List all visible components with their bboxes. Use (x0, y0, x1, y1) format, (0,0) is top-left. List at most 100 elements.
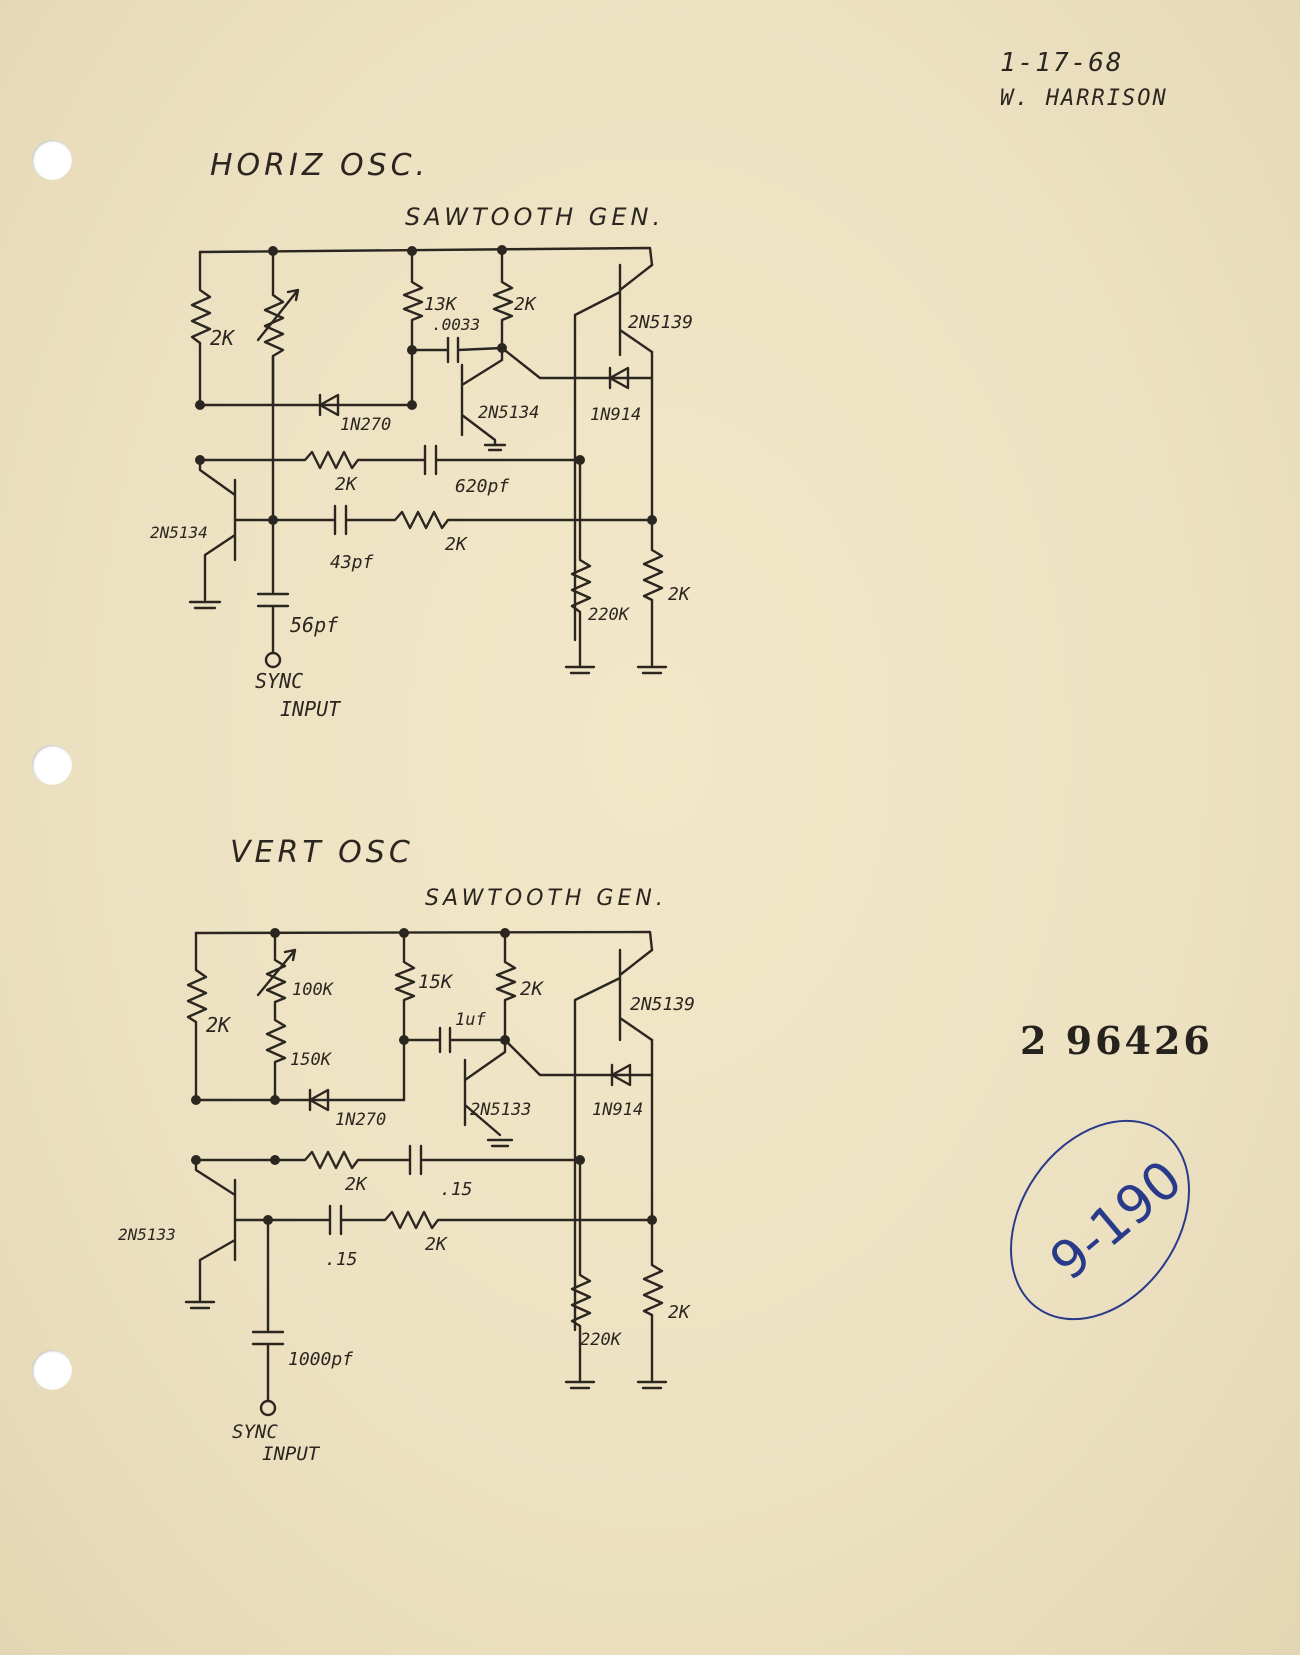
horiz-transistor-top (573, 263, 654, 642)
vert-top-rail (194, 930, 654, 952)
vert-label-pot100k: 100K (292, 980, 335, 1000)
horiz-diode-1n270 (198, 393, 414, 417)
horiz-label-r2k-low: 2K (445, 534, 468, 555)
horiz-label-cap620: 620pf (455, 476, 509, 497)
vert-label-r-left: 2K (206, 1013, 232, 1037)
circled-note-text: 9-190 (1039, 1149, 1193, 1292)
vert-label-cap1000: 1000pf (288, 1349, 353, 1370)
punch-hole-middle (32, 745, 72, 785)
circled-note-ellipse (1010, 1119, 1190, 1321)
vert-cap-1000 (251, 1218, 285, 1402)
vert-r2k-c15-row (194, 1144, 582, 1176)
horiz-cap-0033 (410, 336, 504, 364)
vert-220k-ground (564, 1380, 596, 1390)
vert-label-r2k-top: 2K (520, 978, 544, 1000)
horiz-resistor-220k (570, 458, 592, 667)
horiz-subtitle: SAWTOOTH GEN. (405, 203, 664, 231)
horiz-transistor-mid-ground (483, 443, 507, 452)
stamp-number: 2 96426 (1020, 1018, 1213, 1063)
vert-label-input: INPUT (262, 1443, 321, 1465)
horiz-pot-arrow (256, 288, 300, 342)
vert-label-cap15-low: .15 (325, 1249, 358, 1270)
vert-label-transistor-top: 2N5139 (630, 994, 695, 1015)
vert-2k-right-ground (636, 1380, 668, 1390)
horiz-label-diode-left: 1N270 (340, 415, 391, 435)
vertical-oscillator: VERT OSC SAWTOOTH GEN. 2K 100K 150K 15K … (118, 835, 695, 1465)
header-date: 1-17-68 (1000, 48, 1124, 78)
vert-label-cap15-top: .15 (440, 1179, 473, 1200)
horiz-label-sync: SYNC (255, 669, 303, 693)
horiz-2k-right-ground (636, 665, 668, 675)
horiz-label-transistor-mid: 2N5134 (478, 403, 539, 423)
vert-label-sync: SYNC (232, 1421, 278, 1443)
circled-note: 9-190 (1010, 1119, 1194, 1321)
horiz-label-r13k: 13K (424, 294, 458, 315)
horiz-resistor-2k-right (642, 518, 664, 667)
horiz-top-rail (198, 246, 654, 267)
horiz-r2k-c620-row (198, 444, 582, 476)
vert-subtitle: SAWTOOTH GEN. (425, 886, 667, 911)
horiz-transistor-mid (410, 346, 504, 447)
vert-title: VERT OSC (230, 835, 414, 870)
horiz-label-r2k-right: 2K (668, 584, 691, 605)
horiz-resistor-13k (402, 249, 424, 347)
vert-label-transistor-mid: 2N5133 (470, 1100, 531, 1120)
vert-wire-to-diode (503, 1038, 577, 1077)
horiz-label-cap43: 43pf (330, 552, 374, 573)
horiz-potentiometer (263, 249, 285, 407)
horiz-cap-56 (256, 354, 290, 654)
vert-cap-1uf (402, 1026, 507, 1054)
punch-hole-top (32, 140, 72, 180)
vert-resistor-2k-right (642, 1218, 664, 1382)
vert-label-r220k: 220K (580, 1330, 623, 1350)
horizontal-oscillator: HORIZ OSC. SAWTOOTH GEN. 2K 13K .0033 2K… (150, 148, 693, 721)
vert-diode-1n270 (194, 1088, 406, 1112)
vert-sync-terminal (259, 1399, 277, 1417)
horiz-label-diode-right: 1N914 (590, 405, 641, 425)
horiz-resistor-2k-top (492, 248, 514, 350)
horiz-resistor-left (190, 250, 212, 407)
horiz-220k-ground (564, 665, 596, 675)
horiz-label-r2k-mid: 2K (335, 474, 358, 495)
horiz-label-r2k-top: 2K (514, 294, 537, 315)
vert-transistor-mid-ground (486, 1138, 514, 1148)
horiz-label-transistor-left: 2N5134 (150, 523, 208, 542)
vert-label-r2k-low: 2K (425, 1234, 448, 1255)
vert-label-r2k-mid: 2K (345, 1174, 368, 1195)
vert-label-diode-left: 1N270 (335, 1110, 386, 1130)
vert-resistor-left (186, 931, 208, 1102)
horiz-label-transistor-top: 2N5139 (628, 312, 693, 333)
vert-label-diode-right: 1N914 (592, 1100, 643, 1120)
vert-transistor-top (573, 948, 654, 1332)
vert-pot-arrow (256, 948, 297, 997)
vert-transistor-mid (463, 1038, 507, 1137)
horiz-label-cap56: 56pf (290, 613, 339, 637)
horiz-label-r220k: 220K (588, 605, 631, 625)
horiz-title: HORIZ OSC. (210, 148, 429, 183)
horiz-sync-terminal (264, 651, 282, 669)
horiz-label-input: INPUT (280, 697, 342, 721)
vert-resistor-15k (394, 931, 416, 1102)
vert-left-ground (184, 1300, 216, 1310)
horiz-label-cap0033: .0033 (432, 315, 480, 334)
horiz-label-r-left: 2K (210, 326, 236, 350)
horiz-wire-to-diode (500, 346, 577, 380)
vert-c15-r2k-row (233, 1204, 654, 1236)
horiz-left-ground (188, 600, 222, 610)
horiz-c43-r2k-row (233, 504, 654, 536)
vert-diode-1n914 (573, 1063, 654, 1087)
header-author: W. HARRISON (1000, 86, 1168, 111)
vert-label-r150k: 150K (290, 1050, 333, 1070)
vert-label-transistor-left: 2N5133 (118, 1225, 176, 1244)
punch-hole-bottom (32, 1350, 72, 1390)
vert-resistor-2k-top (495, 931, 517, 1042)
vert-label-cap1uf: 1uf (455, 1010, 486, 1030)
horiz-diode-1n914 (573, 366, 654, 390)
vert-label-r2k-right: 2K (668, 1302, 691, 1323)
vert-transistor-left (194, 1158, 237, 1302)
vert-pot-100k-r150k (265, 931, 287, 1102)
vert-label-r15k: 15K (418, 971, 454, 993)
vert-resistor-220k (570, 1158, 592, 1382)
